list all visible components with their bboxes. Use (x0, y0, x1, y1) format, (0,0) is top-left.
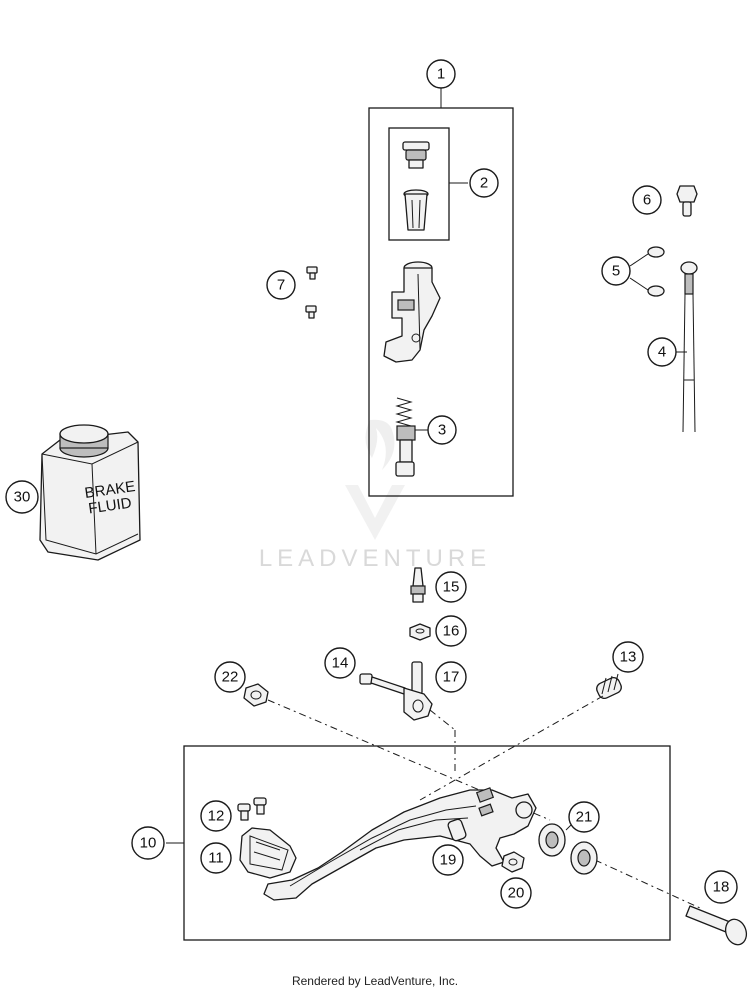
reservoir-cap-part (402, 141, 430, 231)
clevis-pin-part (411, 661, 423, 695)
svg-text:18: 18 (713, 879, 730, 896)
svg-text:11: 11 (208, 850, 224, 867)
brake-line-part (680, 261, 698, 433)
can-label-line2: FLUID (87, 495, 132, 518)
watermark-text: LEADVENTURE (259, 545, 491, 572)
callout-2: 2 (469, 168, 499, 198)
svg-text:6: 6 (643, 192, 651, 209)
watermark-logo (345, 419, 405, 540)
svg-text:4: 4 (658, 344, 666, 361)
bolt-part (359, 673, 433, 721)
callout-17: 17 (435, 661, 467, 693)
svg-text:16: 16 (443, 623, 460, 640)
svg-text:20: 20 (508, 885, 525, 902)
callout-1: 1 (426, 59, 456, 89)
svg-text:22: 22 (222, 669, 239, 686)
svg-text:5: 5 (612, 263, 620, 280)
callout-12: 12 (200, 800, 232, 832)
svg-text:17: 17 (443, 669, 460, 686)
callout-11: 11 (200, 842, 232, 874)
svg-text:1: 1 (437, 66, 445, 83)
callout-6: 6 (632, 185, 662, 215)
callout-4: 4 (647, 337, 677, 367)
callout-7: 7 (266, 270, 296, 300)
callout-30: 30 (5, 480, 39, 514)
svg-text:15: 15 (443, 579, 460, 596)
callout-5: 5 (601, 256, 631, 286)
svg-text:3: 3 (438, 422, 446, 439)
svg-text:10: 10 (140, 835, 157, 852)
callout-13: 13 (612, 641, 644, 673)
callout-19: 19 (432, 844, 464, 876)
banjo-bolt-part (676, 185, 698, 217)
callout-15: 15 (435, 571, 467, 603)
svg-text:14: 14 (332, 655, 349, 672)
sealing-washers-part (647, 246, 665, 297)
step-screws-part (237, 797, 267, 821)
screw-pair-part (305, 266, 318, 319)
svg-text:12: 12 (208, 808, 225, 825)
callout-3: 3 (427, 415, 457, 445)
callout-22: 22 (214, 661, 246, 693)
piston-spring-part (395, 397, 416, 477)
bleeder-valve-part (410, 567, 426, 603)
lock-nut-part (243, 683, 269, 707)
master-cylinder-body-part (383, 261, 441, 363)
svg-text:13: 13 (620, 649, 637, 666)
svg-text:21: 21 (576, 809, 593, 826)
pedal-bushing-part (447, 818, 467, 842)
brake-pedal-part (263, 787, 537, 901)
return-spring-part (596, 673, 622, 699)
callout-20: 20 (500, 877, 532, 909)
bearings-part (538, 823, 598, 875)
nut-part (409, 623, 431, 641)
svg-text:30: 30 (14, 489, 31, 506)
callout-16: 16 (435, 615, 467, 647)
brake-fluid-can-part: BRAKE FLUID (39, 424, 141, 561)
foot-step-part (239, 827, 297, 879)
callout-14: 14 (324, 647, 356, 679)
svg-text:2: 2 (480, 175, 488, 192)
reservoir-cap-group-box (388, 127, 450, 241)
callout-10: 10 (131, 826, 165, 860)
svg-text:19: 19 (440, 852, 457, 869)
callout-18: 18 (704, 870, 738, 904)
callout-21: 21 (568, 801, 600, 833)
pivot-bolt-part (685, 905, 748, 946)
footer-credit: Rendered by LeadVenture, Inc. (291, 974, 459, 988)
svg-text:7: 7 (277, 277, 285, 294)
pedal-nut-part (501, 851, 525, 873)
can-label-line1: BRAKE (84, 478, 137, 502)
